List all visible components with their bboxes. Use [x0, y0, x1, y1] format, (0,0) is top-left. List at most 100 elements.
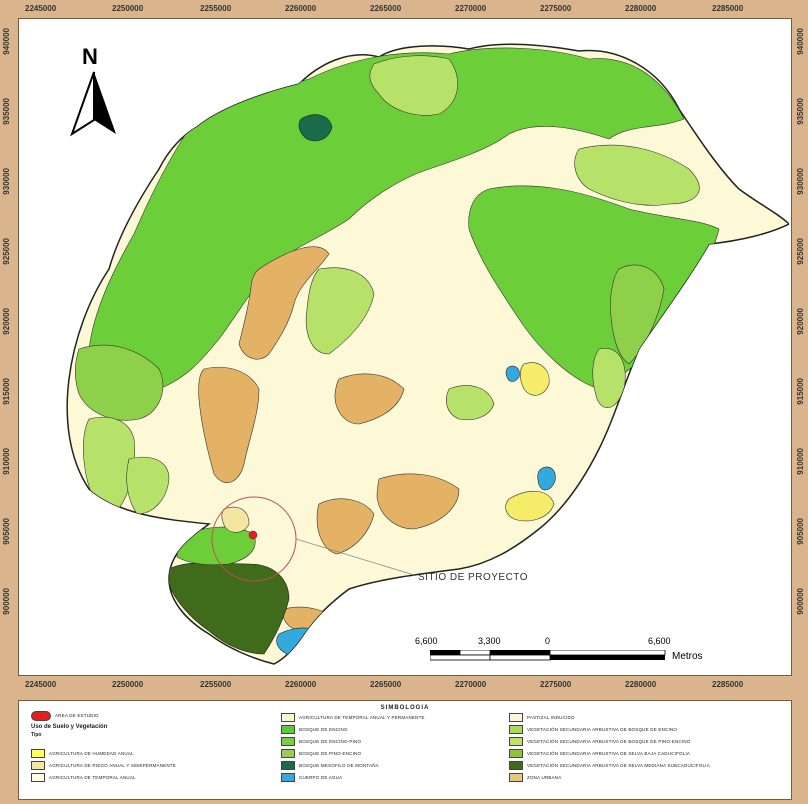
urban-zone-south-2	[376, 473, 460, 530]
legend-item: BOSQUE MESOFILO DE MONTAÑA	[281, 761, 379, 770]
water-body-south	[276, 627, 330, 656]
legend-swatch	[281, 713, 295, 722]
legend-swatch	[281, 761, 295, 770]
legend-swatch	[31, 710, 51, 721]
legend-label: AGRICULTURA DE TEMPORAL ANUAL	[49, 775, 136, 780]
legend-swatch	[281, 773, 295, 782]
scale-label: 6,600	[415, 636, 438, 646]
legend-item: VEGETACIÓN SECUNDARIA ARBUSTIVA DE BOSQU…	[509, 737, 691, 746]
legend-swatch	[281, 737, 295, 746]
legend-swatch	[31, 773, 45, 782]
scale-label: 3,300	[478, 636, 501, 646]
legend-label: AGRICULTURA DE TEMPORAL ANUAL Y PERMANEN…	[299, 715, 425, 720]
y-tick: 910000	[796, 448, 805, 475]
legend-title: SIMBOLOGIA	[380, 705, 430, 711]
legend-label: PASTIZAL INDUCIDO	[527, 715, 575, 720]
urban-zone-north	[238, 246, 330, 360]
y-tick: 935000	[2, 98, 11, 125]
legend-label: VEGETACIÓN SECUNDARIA ARBUSTIVA DE SELVA…	[527, 751, 691, 756]
legend-label: BOSQUE DE ENCINO	[299, 727, 348, 732]
legend-group-subheading: Tipo	[31, 732, 42, 738]
y-tick: 915000	[796, 378, 805, 405]
forest-patch-light-north	[369, 55, 458, 116]
scale-bar-graphic	[430, 650, 666, 661]
humid-agriculture-east	[505, 491, 555, 522]
forest-patch-sw-2	[126, 456, 170, 515]
legend-swatch	[31, 749, 45, 758]
humid-agriculture-ne	[519, 362, 550, 396]
y-tick: 910000	[2, 448, 11, 475]
legend-item: VEGETACIÓN SECUNDARIA ARBUSTIVA DE SELVA…	[509, 761, 710, 770]
scale-label: 0	[545, 636, 551, 646]
north-label: N	[82, 44, 98, 69]
legend-label: CUERPO DE AGUA	[299, 775, 343, 780]
urban-zone-south	[316, 498, 375, 555]
x-tick: 2280000	[625, 680, 657, 689]
agri-patch-sw	[221, 506, 250, 533]
legend-label: VEGETACIÓN SECUNDARIA ARBUSTIVA DE BOSQU…	[527, 739, 691, 744]
x-tick: 2250000	[112, 4, 144, 13]
legend-item: PASTIZAL INDUCIDO	[509, 713, 575, 722]
urban-zone-west	[198, 366, 260, 483]
x-tick: 2260000	[285, 680, 317, 689]
x-tick: 2265000	[370, 4, 402, 13]
x-tick: 2250000	[112, 680, 144, 689]
north-arrow-icon	[70, 71, 116, 137]
legend-panel: SIMBOLOGIA AREA DE ESTUDIO Uso de Suelo …	[18, 700, 792, 800]
legend-swatch	[509, 749, 523, 758]
legend-label: ZONA URBANA	[527, 775, 562, 780]
legend-item: AGRICULTURA DE TEMPORAL ANUAL	[31, 773, 136, 782]
y-tick: 920000	[2, 308, 11, 335]
project-site-label: SITIO DE PROYECTO	[418, 572, 528, 583]
legend-label: VEGETACIÓN SECUNDARIA ARBUSTIVA DE BOSQU…	[527, 727, 678, 732]
x-tick: 2275000	[540, 4, 572, 13]
legend-swatch	[31, 761, 45, 770]
legend-item: VEGETACIÓN SECUNDARIA ARBUSTIVA DE BOSQU…	[509, 725, 677, 734]
legend-swatch	[509, 713, 523, 722]
land-use-map	[66, 43, 789, 665]
y-tick: 900000	[796, 588, 805, 615]
legend-item: AGRICULTURA DE TEMPORAL ANUAL Y PERMANEN…	[281, 713, 425, 722]
urban-zone-center	[334, 373, 405, 425]
x-tick: 2260000	[285, 4, 317, 13]
forest-patch-light-ne	[574, 144, 700, 206]
legend-swatch	[509, 773, 523, 782]
water-body-small	[505, 365, 520, 382]
x-tick: 2285000	[712, 4, 744, 13]
forest-patch-west	[74, 344, 164, 421]
legend-study-area: AREA DE ESTUDIO	[31, 710, 99, 721]
legend-item: AGRICULTURA DE RIEGO ANUAL Y SEMIPERMANE…	[31, 761, 176, 770]
y-tick: 940000	[2, 28, 11, 55]
legend-item: BOSQUE DE ENCINO	[281, 725, 348, 734]
x-tick: 2255000	[200, 680, 232, 689]
x-tick: 2285000	[712, 680, 744, 689]
legend-item: BOSQUE DE PINO-ENCINO	[281, 749, 361, 758]
y-tick: 905000	[796, 518, 805, 545]
scale-label: 6,600	[648, 636, 671, 646]
legend-label: AGRICULTURA DE RIEGO ANUAL Y SEMIPERMANE…	[49, 763, 176, 768]
mesophyll-forest-patch	[298, 114, 333, 142]
y-tick: 925000	[2, 238, 11, 265]
legend-swatch	[509, 725, 523, 734]
legend-swatch	[281, 725, 295, 734]
forest-patch-center	[305, 267, 375, 355]
project-site-marker	[248, 530, 258, 540]
forest-patch-center-east	[446, 385, 495, 421]
x-tick: 2280000	[625, 4, 657, 13]
y-tick: 925000	[796, 238, 805, 265]
site-leader-line	[295, 538, 415, 576]
x-tick: 2275000	[540, 680, 572, 689]
scale-unit: Metros	[672, 651, 703, 662]
legend-swatch	[509, 737, 523, 746]
legend-swatch	[509, 761, 523, 770]
legend-item: CUERPO DE AGUA	[281, 773, 342, 782]
legend-label: BOSQUE MESOFILO DE MONTAÑA	[299, 763, 379, 768]
legend-label: AREA DE ESTUDIO	[55, 713, 99, 718]
legend-item: ZONA URBANA	[509, 773, 561, 782]
forest-patch-east	[610, 264, 665, 365]
oak-forest-southwest	[176, 526, 256, 566]
legend-item: AGRICULTURA DE HUMEDAD ANUAL	[31, 749, 134, 758]
y-tick: 930000	[796, 168, 805, 195]
water-body-east	[537, 466, 556, 491]
forest-patch-center-east-2	[592, 347, 626, 408]
